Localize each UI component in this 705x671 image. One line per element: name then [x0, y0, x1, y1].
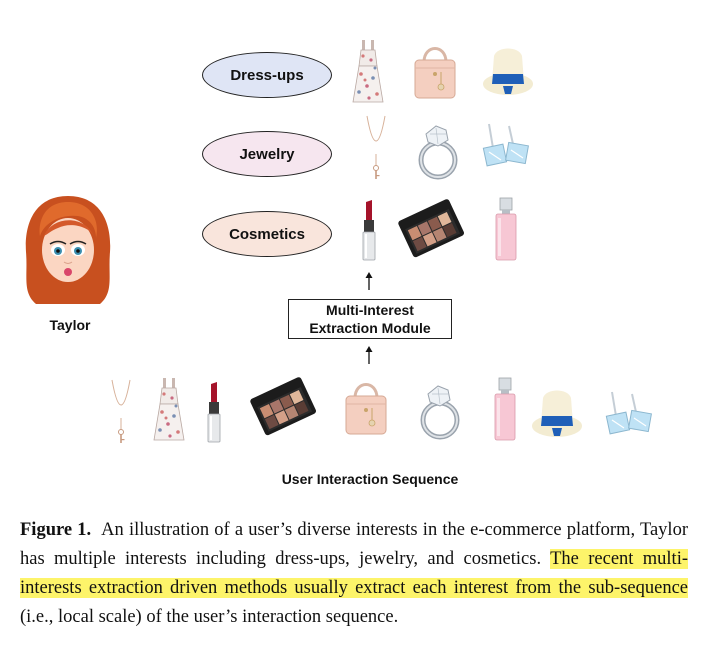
taylor-avatar — [18, 192, 118, 310]
sequence-perfume-icon — [494, 377, 516, 441]
hat-icon — [483, 44, 533, 96]
handbag-icon — [413, 42, 457, 100]
interest-cosmetics: Cosmetics — [202, 211, 332, 257]
earrings-icon — [482, 123, 530, 170]
interest-dress-ups: Dress-ups — [202, 52, 332, 98]
sequence-dress-icon — [153, 377, 185, 441]
person-name: Taylor — [49, 317, 91, 333]
sequence-lipstick-icon — [207, 381, 221, 443]
module-line2: Extraction Module — [309, 320, 431, 336]
sequence-hat-icon — [532, 386, 582, 438]
sequence-ring-icon — [418, 384, 462, 440]
module-line1: Multi-Interest — [326, 302, 414, 318]
figure-label: Figure 1. — [20, 520, 92, 540]
sequence-label: User Interaction Sequence — [281, 471, 459, 487]
caption-text-2: (i.e., local scale) of the user’s intera… — [20, 607, 399, 627]
lipstick-icon — [362, 199, 376, 261]
necklace-icon — [365, 115, 387, 180]
figure-caption: Figure 1.An illustration of a user’s div… — [20, 516, 688, 632]
eyeshadow-palette-icon — [397, 198, 466, 259]
ring-icon — [416, 124, 460, 180]
sequence-earrings-icon — [605, 391, 653, 438]
sequence-necklace-icon — [110, 379, 132, 444]
sequence-handbag-icon — [344, 378, 388, 436]
perfume-icon — [495, 197, 517, 261]
interest-jewelry: Jewelry — [202, 131, 332, 177]
sequence-eyeshadow-palette-icon — [249, 376, 318, 437]
multi-interest-extraction-module: Multi-Interest Extraction Module — [288, 299, 452, 339]
arrow-up-icon — [364, 272, 374, 290]
dress-icon — [352, 39, 384, 103]
arrow-up-icon — [364, 346, 374, 364]
caption-text-1: An illustration of a user’s diverse inte… — [20, 520, 688, 569]
